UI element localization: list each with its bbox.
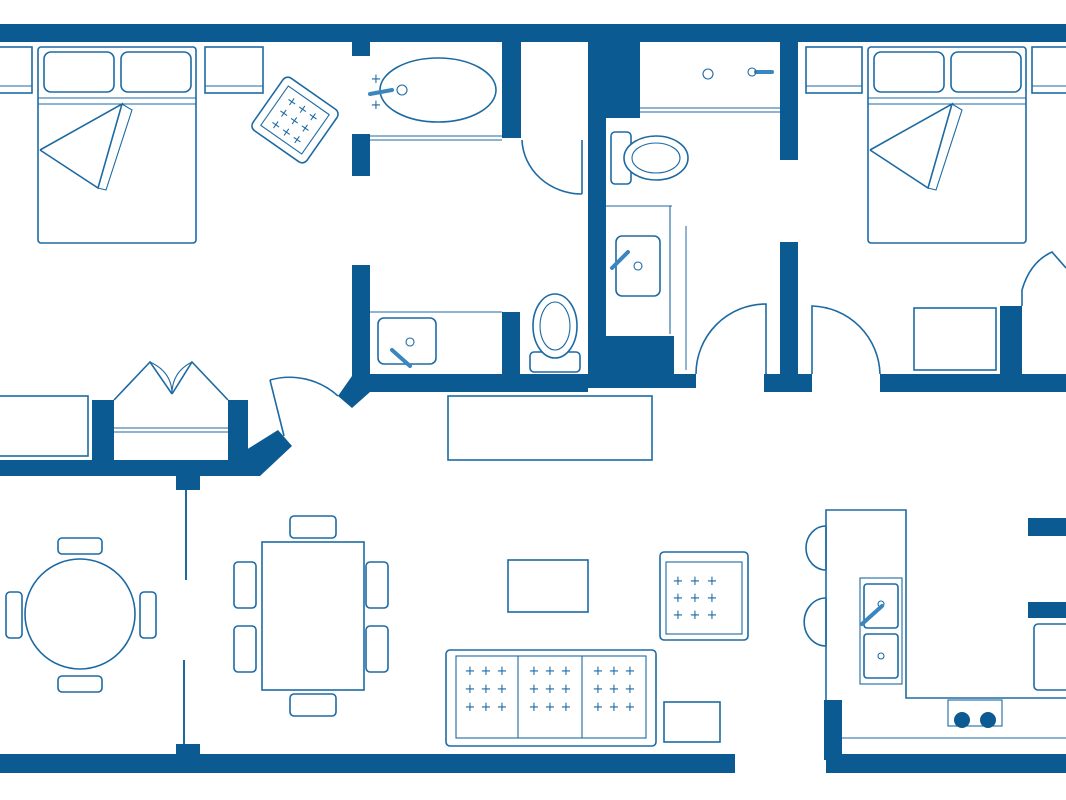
svg-text:+: + [673,591,684,606]
bedroom-1: +++ +++ +++ [0,46,339,244]
svg-text:+: + [371,98,382,113]
svg-text:+: + [529,664,540,679]
door-swing-icon [269,376,339,437]
svg-text:+: + [690,591,701,606]
dining-area [5,515,389,717]
nightstand-left [0,46,33,94]
svg-text:+: + [625,664,636,679]
sofa-icon: + + + + + + + + + + + + + + + + + + + + + + + + + + + [445,649,657,747]
sink-icon [606,205,687,370]
wardrobe-icon [1021,251,1066,306]
kitchen-counter [825,509,1066,700]
svg-text:+: + [481,664,492,679]
dresser [913,307,997,371]
svg-text:+: + [481,700,492,715]
nightstand-right [1031,46,1066,94]
fridge [1033,623,1066,691]
svg-text:+: + [707,574,718,589]
wardrobe-icon [113,360,229,433]
svg-text:+: + [690,574,701,589]
svg-text:+: + [673,574,684,589]
svg-text:+: + [481,682,492,697]
svg-text:+: + [707,591,718,606]
round-table-icon [5,537,157,693]
bar-stool-icon [803,597,827,647]
toilet-icon [529,293,581,373]
svg-text:+: + [465,664,476,679]
nightstand-left [805,46,863,94]
svg-text:+: + [561,700,572,715]
svg-text:+: + [625,700,636,715]
stove-icon [947,699,1003,728]
living-area: + + + + + + + + + + + + + + + + + + + + + + + + + + + + + + … [445,551,749,747]
armchair-icon: + + + + + + + + + [659,551,749,641]
svg-text:+: + [561,682,572,697]
dining-table-icon [233,515,389,717]
svg-text:+: + [609,700,620,715]
console-table [447,395,653,461]
bar-stool-icon [805,525,827,571]
svg-text:+: + [673,608,684,623]
shower [640,67,780,113]
bed-icon [37,46,197,244]
svg-text:+: + [593,682,604,697]
svg-text:+: + [371,72,382,87]
bedroom-2 [805,46,1066,371]
nightstand-right [204,46,264,94]
armchair-icon: +++ +++ +++ [251,76,339,164]
svg-text:+: + [545,700,556,715]
svg-text:+: + [593,700,604,715]
entry [0,360,653,461]
bathroom-1: + + [368,57,581,373]
kitchen [803,509,1066,739]
walls [0,24,1066,773]
bathtub-icon: + + [368,57,502,141]
svg-text:+: + [529,682,540,697]
svg-text:+: + [609,682,620,697]
sink-icon [370,311,502,368]
bench [0,395,89,457]
svg-text:+: + [545,682,556,697]
coffee-table-icon [507,559,589,613]
door-swing-icon [695,303,767,375]
bed-icon [867,46,1027,244]
svg-text:+: + [609,664,620,679]
sink-icon [859,577,903,685]
door-swing-icon [521,139,583,195]
side-table [663,701,721,743]
svg-text:+: + [497,700,508,715]
svg-text:+: + [529,700,540,715]
svg-text:+: + [465,700,476,715]
svg-text:+: + [707,608,718,623]
svg-text:+: + [497,682,508,697]
svg-text:+: + [593,664,604,679]
svg-text:+: + [625,682,636,697]
svg-text:+: + [497,664,508,679]
svg-text:+: + [690,608,701,623]
door-swing-icon [811,305,881,375]
toilet-icon [610,131,689,185]
bathroom-2 [606,67,780,370]
svg-text:+: + [465,682,476,697]
svg-text:+: + [545,664,556,679]
svg-text:+: + [561,664,572,679]
